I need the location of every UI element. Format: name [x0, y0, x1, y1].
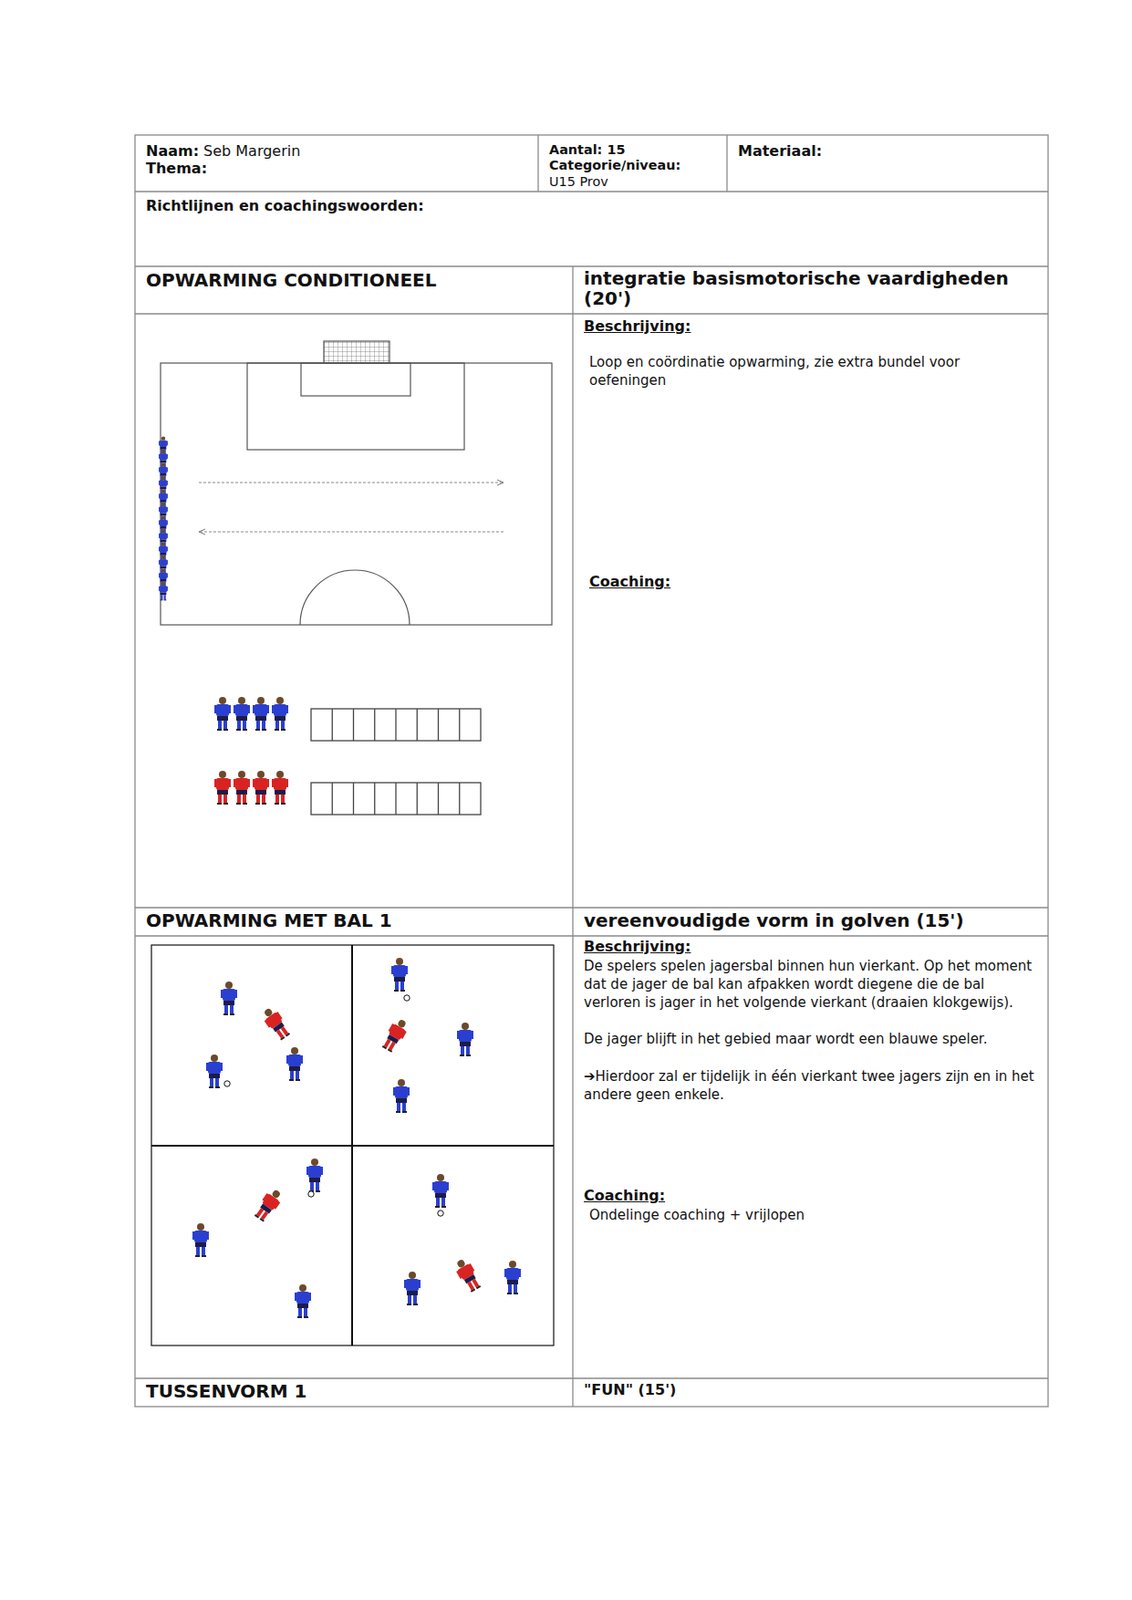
ball [437, 1210, 444, 1216]
player-figure [379, 1016, 411, 1054]
table-cell: Naam:Seb MargerinThema: [135, 135, 539, 192]
cell-text: Thema: [145, 159, 528, 177]
cell-text: Seb Margerin [203, 142, 301, 160]
ladder-rung [332, 708, 333, 741]
ladder-rung [373, 782, 375, 815]
cell-text: "FUN" (15') [583, 1381, 1038, 1399]
table-cell: "FUN" (15') [572, 1378, 1049, 1407]
cell-text: De jager blijft in het gebied maar wordt… [583, 1029, 1038, 1049]
cell-text: OPWARMING CONDITIONEEL [145, 270, 562, 291]
cell-text: Beschrijving: [583, 316, 1038, 337]
cell-text: Aantal: 15 [549, 142, 717, 158]
ladder-rung [416, 782, 418, 815]
player-figure [252, 696, 270, 731]
player-figure [206, 1054, 223, 1089]
player-figure [404, 1271, 421, 1306]
ball [308, 1191, 314, 1197]
cell-text: vereenvoudigde vorm in golven (15') [583, 910, 1038, 932]
player-figure [158, 541, 168, 561]
player-figure [158, 502, 168, 521]
table-cell: Materiaal: [726, 135, 1049, 192]
ball [404, 995, 410, 1001]
player-figure [158, 488, 168, 508]
ladder-rung [458, 782, 460, 815]
cell-text: Richtlijnen en coachingswoorden: [145, 197, 1038, 215]
ladder-rung [416, 708, 418, 741]
ladder-rung [373, 708, 375, 741]
player-figure [220, 981, 238, 1016]
cell-text: Beschrijving: [583, 936, 1038, 957]
ladder-rungs [332, 708, 460, 815]
table-cell: Beschrijving:De spelers spelen jagersbal… [572, 935, 1049, 1379]
ladder-rung [353, 782, 354, 815]
player-figure [158, 529, 168, 548]
ladder-rung [394, 782, 396, 815]
player-figure [158, 555, 168, 574]
table-cell: Beschrijving: Loop en coördinatie opwarmi… [572, 313, 1049, 908]
player-figure [158, 436, 168, 455]
player-figure [391, 957, 408, 992]
squares-drawing [151, 945, 554, 1346]
player-figure [306, 1158, 323, 1193]
ball [224, 1080, 230, 1087]
player-figure [252, 770, 270, 805]
table-cell: TUSSENVORM 1 [135, 1378, 573, 1407]
player-figure [251, 1186, 285, 1225]
table-cell: Aantal: 15Categorie/niveau:U15 Prov [538, 135, 727, 198]
ladder [311, 708, 481, 815]
cell-text: Loop en coördinatie opwarming, zie extra… [589, 353, 1038, 391]
table-cell: OPWARMING MET BAL 1 [135, 907, 573, 936]
ladder-rung [437, 782, 439, 815]
player-figure [192, 1223, 209, 1257]
cell-text: U15 Prov [549, 174, 717, 190]
cell-text: OPWARMING MET BAL 1 [145, 910, 562, 932]
cell-text: Ondelinge coaching + vrijlopen [589, 1205, 1038, 1225]
cell-text: TUSSENVORM 1 [145, 1381, 562, 1403]
ladder-rung [332, 782, 333, 815]
players [158, 436, 521, 1319]
player-figure [271, 696, 289, 731]
player-figure [452, 1256, 484, 1294]
player-figure [294, 1284, 312, 1319]
player-figure [233, 696, 250, 731]
cell-text: De spelers spelen jagersbal binnen hun v… [583, 956, 1038, 1013]
player-figure [158, 462, 168, 481]
player-figure [158, 449, 168, 468]
cell-text: ➔Hierdoor zal er tijdelijk in één vierka… [583, 1067, 1038, 1105]
player-figure [456, 1022, 474, 1057]
player-figure [158, 568, 168, 587]
table-cell: vereenvoudigde vorm in golven (15') [572, 907, 1049, 936]
player-figure [158, 515, 168, 534]
player-figure [393, 1079, 410, 1113]
ladder-rung [437, 708, 439, 741]
cell-text: Coaching: [583, 1185, 1038, 1206]
ladder-rung [394, 708, 396, 741]
player-figure [214, 770, 231, 805]
cell-text: Categorie/niveau: [549, 157, 717, 174]
table-cell: Richtlijnen en coachingswoorden: [135, 191, 1049, 267]
player-figure [158, 581, 168, 601]
cell-text: Naam: [145, 142, 199, 160]
player-figure [158, 476, 168, 495]
player-figure [259, 1005, 293, 1043]
ladder-rung [353, 708, 354, 741]
pitch-drawing [160, 341, 552, 625]
ladder-rung [458, 708, 460, 741]
player-figure [271, 770, 289, 805]
table-grid [135, 135, 1049, 1407]
cell-text: integratie basismotorische vaardigheden … [583, 268, 1038, 309]
player-figure [504, 1260, 521, 1295]
player-figure [286, 1047, 303, 1081]
table-cell: OPWARMING CONDITIONEEL [135, 266, 573, 314]
player-figure [214, 696, 231, 731]
cell-text: Coaching: [589, 571, 1038, 592]
table-cell: integratie basismotorische vaardigheden … [572, 266, 1049, 314]
player-figure [233, 770, 250, 805]
cell-text: Materiaal: [737, 142, 1038, 160]
player-figure [432, 1173, 449, 1208]
